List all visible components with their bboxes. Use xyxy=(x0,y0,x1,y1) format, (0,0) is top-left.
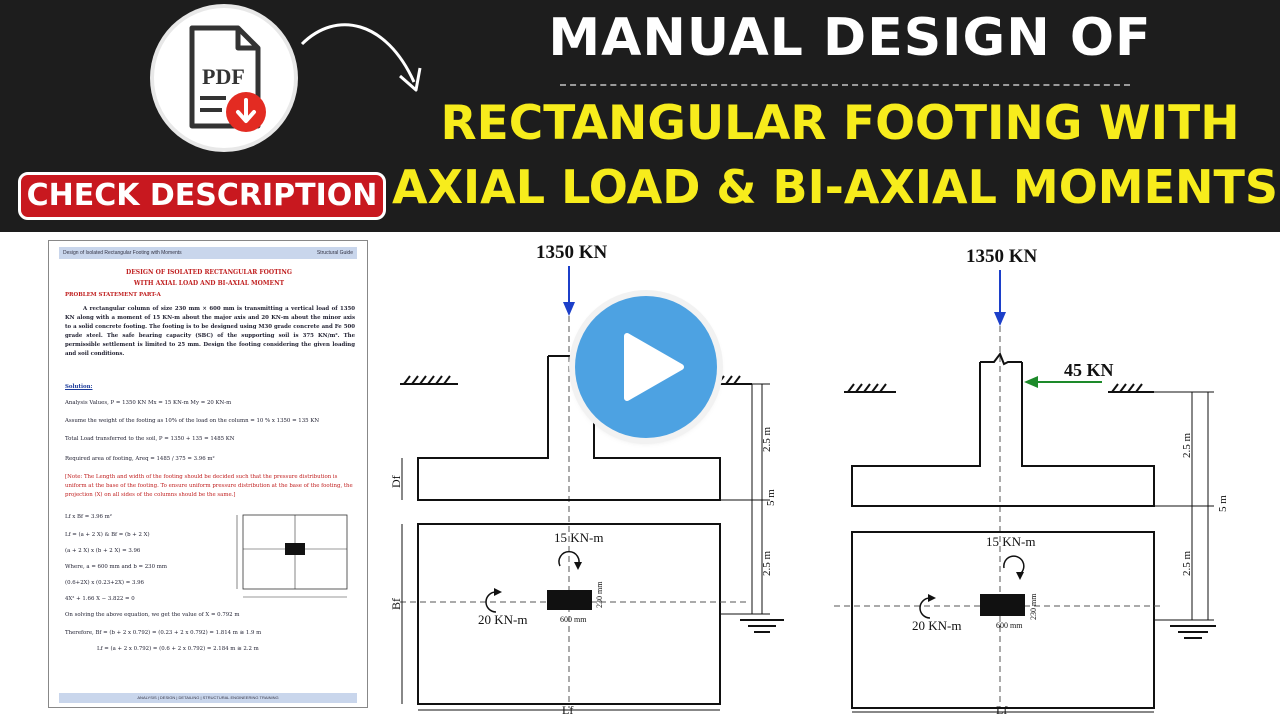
depth-label: Df xyxy=(389,475,403,488)
dim-total-left: 5 m xyxy=(765,489,777,506)
total-load-line: Total Load transferred to the soil, P = … xyxy=(65,436,235,442)
weight-line: Assume the weight of the footing as 10% … xyxy=(65,418,320,424)
document-header-left: Design of Isolated Rectangular Footing w… xyxy=(63,250,182,256)
dim-top-right: 2.5 m xyxy=(1181,433,1193,459)
moment-y-arrow-icon xyxy=(485,591,497,613)
column-width-label: 600 mm xyxy=(560,615,587,624)
eq-1: Lf x Bf = 3.96 m² xyxy=(65,514,112,520)
play-icon xyxy=(624,333,684,401)
problem-title: PROBLEM STATEMENT PART-A xyxy=(65,292,161,298)
document-header: Design of Isolated Rectangular Footing w… xyxy=(59,247,357,259)
document-page: Design of Isolated Rectangular Footing w… xyxy=(48,240,368,708)
dim-top-left: 2.5 m xyxy=(761,427,773,453)
title-line-3: AXIAL LOAD & BI-AXIAL MOMENTS xyxy=(391,160,1279,214)
eq-3: (a + 2 X) x (b + 2 X) = 3.96 xyxy=(65,548,141,554)
footing-diagram-left: 1350 KN 600 mm 230 mm 15 KN-m 20 KN-m 5 … xyxy=(389,242,784,716)
pdf-label: PDF xyxy=(202,64,245,89)
axial-load-label: 1350 KN xyxy=(536,242,608,263)
document-heading-2: WITH AXIAL LOAD AND BI-AXIAL MOMENT xyxy=(133,280,285,287)
pdf-file-icon: PDF xyxy=(189,25,266,132)
column-plan-right xyxy=(980,594,1025,616)
footing-elevation-left xyxy=(417,356,721,501)
title-line-1: MANUAL DESIGN OF xyxy=(548,8,1152,68)
check-description-button[interactable]: CHECK DESCRIPTION xyxy=(18,172,386,220)
eq-9: Lf = (a + 2 x 0.792) = (0.6 + 2 x 0.792)… xyxy=(97,646,259,652)
footing-elevation-right xyxy=(851,362,1155,507)
length-label-right: Lf xyxy=(996,703,1007,716)
moment-x-arrow-icon xyxy=(558,550,580,567)
eq-4: Where, a = 600 mm and b = 230 mm xyxy=(65,564,167,570)
base-ground-right xyxy=(1170,625,1216,639)
footing-plan-right xyxy=(851,531,1155,709)
eq-2: Lf = (a + 2 X) & Bf = (b + 2 X) xyxy=(65,532,150,538)
ground-surface-right xyxy=(844,383,1154,393)
column-width-label-right: 600 mm xyxy=(996,621,1023,630)
document-footer: ANALYSIS | DESIGN | DETAILING | STRUCTUR… xyxy=(59,693,357,703)
base-ground-left xyxy=(740,619,784,633)
document-header-right: Structural Guide xyxy=(316,250,353,256)
document-heading-1: DESIGN OF ISOLATED RECTANGULAR FOOTING xyxy=(126,269,292,276)
eq-5: (0.6+2X) x (0.23+2X) = 3.96 xyxy=(65,580,144,586)
pdf-badge: PDF xyxy=(154,8,294,148)
moment-x-label: 15 KN-m xyxy=(554,530,603,545)
note-text: [Note: The Length and width of the footi… xyxy=(65,474,353,498)
column-plan-left xyxy=(547,590,592,610)
width-label: Bf xyxy=(389,598,403,610)
solution-title: Solution: xyxy=(65,384,93,390)
moment-x-label-right: 15 KN-m xyxy=(986,534,1035,549)
dim-total-right: 5 m xyxy=(1217,495,1229,512)
moment-y-label: 20 KN-m xyxy=(478,612,527,627)
column-height-label-right: 230 mm xyxy=(1029,593,1038,620)
curved-arrow-icon xyxy=(300,23,422,92)
moment-y-arrow-icon-right xyxy=(919,597,931,619)
column-height-label: 230 mm xyxy=(595,581,604,608)
area-line: Required area of footing, Areq = 1485 / … xyxy=(65,456,215,462)
title-line-2: RECTANGULAR FOOTING WITH xyxy=(440,96,1240,151)
moment-y-label-right: 20 KN-m xyxy=(912,618,961,633)
dim-bottom-left: 2.5 m xyxy=(761,551,773,577)
footing-diagram-right: 1350 KN 45 KN 600 mm 230 mm 15 KN-m 20 K… xyxy=(834,246,1229,716)
dim-bottom-right: 2.5 m xyxy=(1181,551,1193,577)
length-label: Lf xyxy=(562,703,573,716)
moment-x-arrow-icon-right xyxy=(1003,555,1025,575)
analysis-line: Analysis Values, P = 1350 KN Mx = 15 KN-… xyxy=(65,400,232,406)
eq-8: Therefore, Bf = (b + 2 x 0.792) = (0.23 … xyxy=(65,630,262,636)
title-divider xyxy=(560,84,1130,86)
problem-text: A rectangular column of size 230 mm × 60… xyxy=(65,306,355,357)
play-button[interactable] xyxy=(575,296,717,438)
axial-load-label-right: 1350 KN xyxy=(966,246,1038,267)
footing-sketch xyxy=(236,514,348,598)
eq-6: 4X² + 1.66 X − 3.822 = 0 xyxy=(65,596,135,602)
eq-7: On solving the above equation, we get th… xyxy=(65,612,240,618)
horizontal-load-label: 45 KN xyxy=(1064,360,1114,380)
